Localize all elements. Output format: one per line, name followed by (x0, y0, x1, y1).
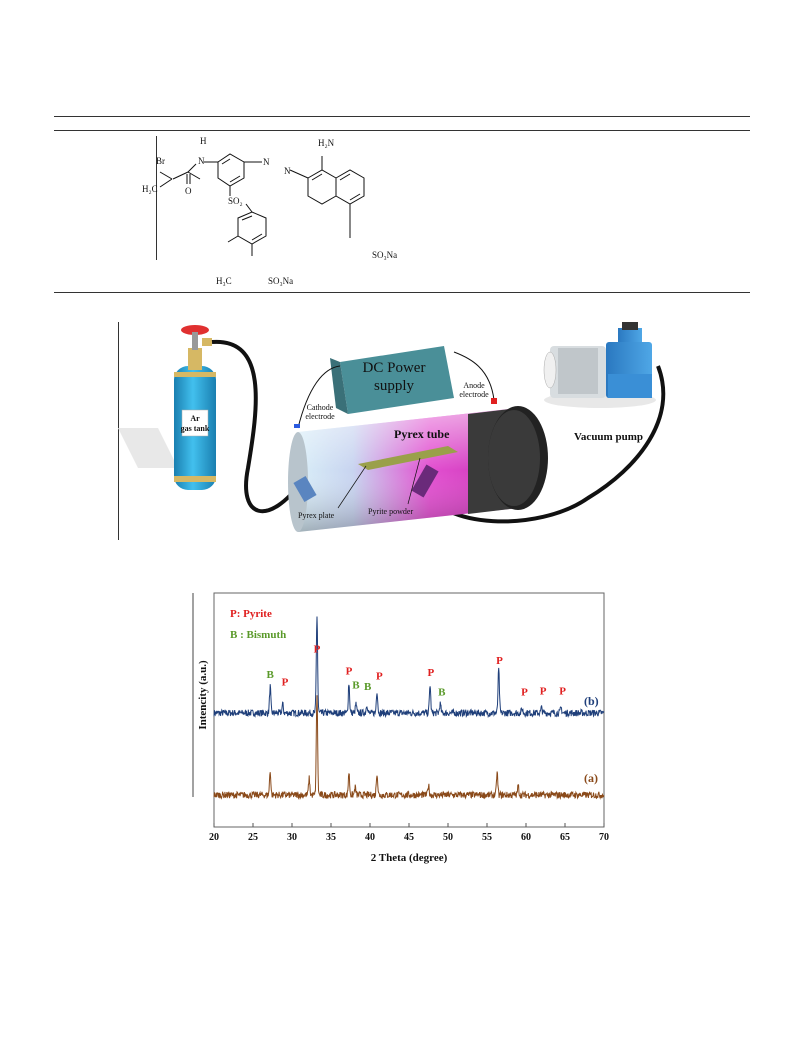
anode-label-line2: electrode (459, 390, 489, 399)
plasma-setup-diagram: Ar gas tank DC Power supply Cathode elec… (118, 322, 666, 532)
series-label-b: (b) (584, 694, 599, 708)
x-tick-label-45: 45 (404, 832, 414, 843)
legend-bismuth: B : Bismuth (230, 629, 286, 641)
atom-so3na-benzene: SO₃Na (268, 276, 293, 286)
atom-h: H (200, 136, 207, 146)
x-tick-label-25: 25 (248, 832, 258, 843)
table-bottom-rule (54, 292, 750, 293)
gas-tank: Ar gas tank (174, 325, 216, 490)
x-tick-label-35: 35 (326, 832, 336, 843)
power-label-line1: DC Power (363, 360, 426, 376)
dc-power-supply: DC Power supply (330, 346, 454, 414)
peak-label-pyrite-12: P (559, 686, 566, 698)
cathode-label-line1: Cathode (307, 403, 334, 412)
peak-label-bismuth-0: B (266, 669, 274, 681)
x-tick-label-50: 50 (443, 832, 453, 843)
atom-h3c: H₃C (216, 276, 232, 286)
peak-label-pyrite-1: P (282, 677, 289, 689)
peak-label-pyrite-2: P (314, 644, 321, 656)
series-line-a (213, 695, 605, 801)
atom-o: O (185, 186, 192, 196)
atom-n-amide: N (198, 156, 205, 166)
power-label-line2: supply (374, 378, 415, 394)
vacuum-pump: Vacuum pump (543, 322, 656, 443)
atom-so3na-naphthalene: SO₃Na (372, 250, 397, 260)
table-column-divider (156, 136, 157, 260)
peak-label-pyrite-6: P (376, 671, 383, 683)
powder-label: Pyrite powder (368, 507, 413, 516)
x-tick-label-60: 60 (521, 832, 531, 843)
x-tick-label-20: 20 (209, 832, 219, 843)
atom-h2c: H₂C (142, 184, 158, 194)
tank-label-line2: gas tank (181, 424, 210, 433)
series-line-b (213, 616, 605, 719)
peak-label-bismuth-4: B (352, 680, 360, 692)
figure-left-rule (118, 322, 119, 540)
tank-label-line1: Ar (190, 414, 200, 423)
anode-label-line1: Anode (463, 381, 485, 390)
dye-structure-diagram: H Br N H₂C O N N H₂N SO₂ SO₃Na H₃C SO₃Na (142, 136, 397, 286)
x-axis-label: 2 Theta (degree) (371, 852, 448, 864)
peak-label-pyrite-9: P (496, 655, 503, 667)
x-tick-label-65: 65 (560, 832, 570, 843)
peak-label-pyrite-3: P (346, 665, 353, 677)
table-top-rule (54, 116, 750, 117)
x-tick-label-30: 30 (287, 832, 297, 843)
pump-label: Vacuum pump (574, 431, 643, 443)
tube-label: Pyrex tube (394, 427, 450, 441)
atom-br: Br (156, 156, 165, 166)
peak-label-pyrite-11: P (540, 686, 547, 698)
atom-n-azo-1: N (263, 157, 270, 167)
atom-so2: SO₂ (228, 196, 243, 206)
plate-label: Pyrex plate (298, 511, 335, 520)
x-tick-label-40: 40 (365, 832, 375, 843)
legend-pyrite: P: Pyrite (230, 608, 272, 620)
peak-label-pyrite-7: P (427, 667, 434, 679)
x-tick-label-70: 70 (599, 832, 609, 843)
atom-n-azo-2: N (284, 166, 291, 176)
peak-label-bismuth-5: B (364, 681, 372, 693)
x-tick-label-55: 55 (482, 832, 492, 843)
pyrex-tube: Pyrex tube (288, 406, 548, 532)
atom-h2n: H₂N (318, 138, 335, 148)
cathode-label-line2: electrode (305, 412, 335, 421)
peak-label-pyrite-10: P (521, 686, 528, 698)
peak-label-bismuth-8: B (438, 686, 446, 698)
table-header-rule (54, 130, 750, 131)
y-axis-label: Intencity (a.u.) (197, 660, 209, 730)
series-label-a: (a) (584, 771, 598, 785)
